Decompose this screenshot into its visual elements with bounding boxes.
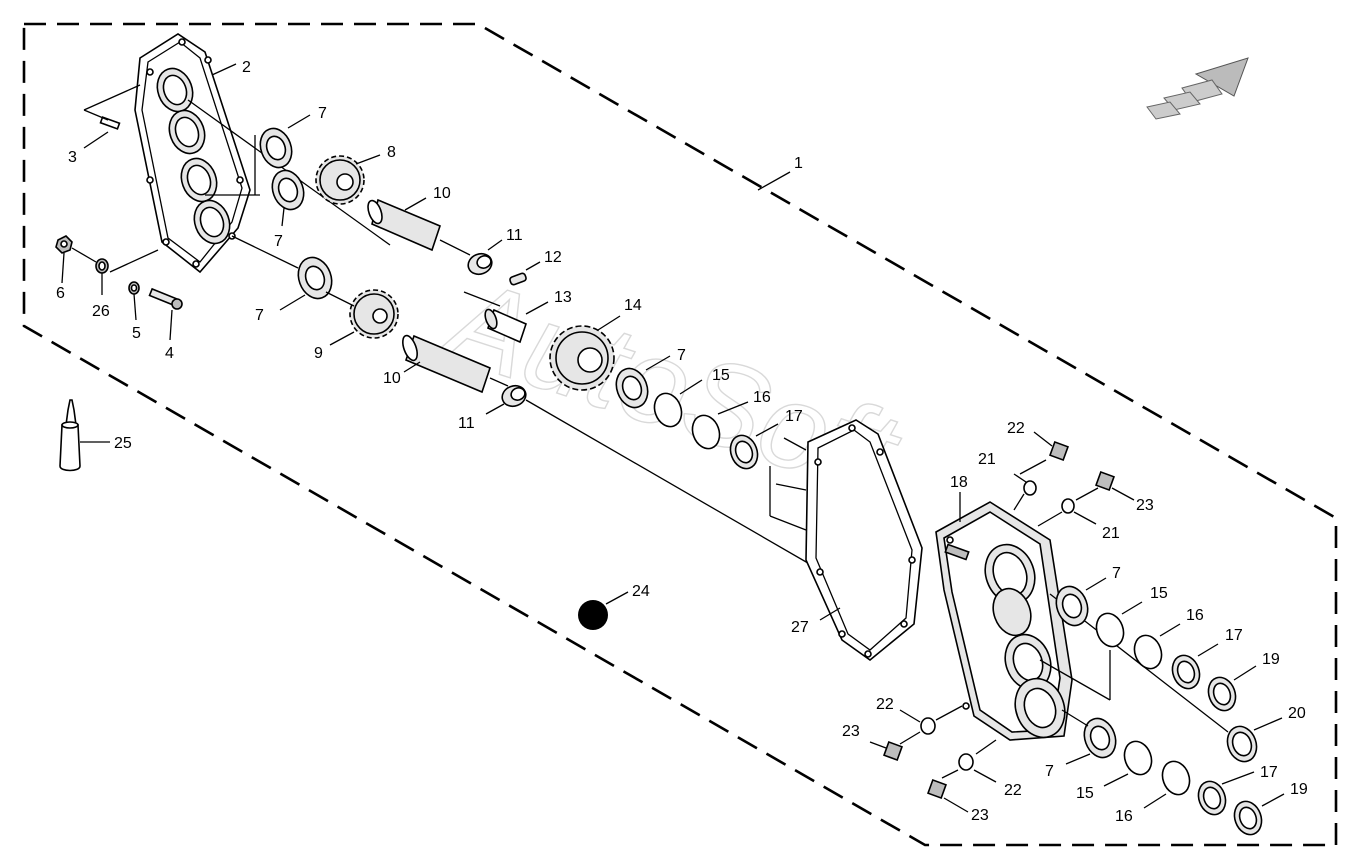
gear-9 bbox=[349, 289, 399, 339]
cap-19 bbox=[1207, 676, 1237, 712]
seal-ring-15 bbox=[1123, 740, 1153, 776]
callout-26: 26 bbox=[92, 303, 110, 320]
gear-14 bbox=[549, 325, 615, 391]
callout-16c: 16 bbox=[1115, 808, 1133, 825]
washer-21 bbox=[1061, 498, 1075, 514]
callout-24: 24 bbox=[632, 583, 650, 600]
nut-6 bbox=[55, 235, 73, 254]
callout-3: 3 bbox=[68, 149, 77, 166]
bolt-4 bbox=[148, 287, 183, 310]
plug-23 bbox=[1095, 471, 1115, 491]
callout-17a: 17 bbox=[785, 408, 803, 425]
cap-19 bbox=[1233, 800, 1263, 836]
callout-21a: 21 bbox=[978, 451, 996, 468]
washer-21 bbox=[1023, 480, 1037, 496]
seal-ring-16 bbox=[1161, 760, 1191, 796]
callout-15a: 15 bbox=[712, 367, 730, 384]
gasket-27 bbox=[805, 419, 923, 662]
sleeve-11 bbox=[501, 384, 527, 408]
shaft-10 bbox=[402, 334, 491, 394]
gear-8 bbox=[315, 155, 365, 205]
callout-2: 2 bbox=[242, 59, 251, 76]
callout-20: 20 bbox=[1288, 705, 1306, 722]
callout-4: 4 bbox=[165, 345, 174, 362]
callout-19a: 19 bbox=[1262, 651, 1280, 668]
seal-ring-15 bbox=[653, 392, 683, 428]
callout-25: 25 bbox=[114, 435, 132, 452]
washer-22 bbox=[920, 717, 936, 735]
callout-17b: 17 bbox=[1225, 627, 1243, 644]
callout-13: 13 bbox=[554, 289, 572, 306]
bearing-7 bbox=[1083, 717, 1117, 759]
key-12 bbox=[509, 272, 527, 286]
seal-ring-15 bbox=[1095, 612, 1125, 648]
retaining-ring-17 bbox=[1197, 780, 1227, 816]
callout-7c: 7 bbox=[255, 307, 264, 324]
bearing-7 bbox=[615, 367, 649, 409]
callout-12: 12 bbox=[544, 249, 562, 266]
callout-18: 18 bbox=[950, 474, 968, 491]
callout-5: 5 bbox=[132, 325, 141, 342]
callout-15c: 15 bbox=[1076, 785, 1094, 802]
washer-22 bbox=[958, 753, 974, 771]
callout-17c: 17 bbox=[1260, 764, 1278, 781]
plug-23 bbox=[927, 779, 947, 799]
callout-7b: 7 bbox=[274, 233, 283, 250]
shaft-10 bbox=[367, 198, 441, 252]
retaining-ring-17 bbox=[729, 434, 759, 470]
callout-10b: 10 bbox=[383, 370, 401, 387]
kit-boundary bbox=[22, 22, 1338, 847]
cover-plate-2 bbox=[134, 33, 251, 274]
pin-3 bbox=[99, 116, 121, 130]
callout-22a: 22 bbox=[1007, 420, 1025, 437]
sealant-tube-icon bbox=[59, 399, 81, 472]
callout-23b: 23 bbox=[842, 723, 860, 740]
callout-14: 14 bbox=[624, 297, 642, 314]
bearing-7 bbox=[259, 127, 293, 169]
direction-arrow-icon bbox=[1146, 57, 1249, 120]
bearing-7 bbox=[1055, 585, 1089, 627]
callout-7e: 7 bbox=[1112, 565, 1121, 582]
seal-ring-16 bbox=[1133, 634, 1163, 670]
callout-16a: 16 bbox=[753, 389, 771, 406]
seal-ring-16 bbox=[691, 414, 721, 450]
retaining-ring-17 bbox=[1171, 654, 1201, 690]
washer-5 bbox=[128, 281, 140, 295]
housing-18 bbox=[935, 501, 1073, 741]
callout-8: 8 bbox=[387, 144, 396, 161]
callout-11a: 11 bbox=[506, 227, 523, 244]
callout-22c: 22 bbox=[1004, 782, 1022, 799]
plug-23 bbox=[883, 741, 903, 761]
callout-6: 6 bbox=[56, 285, 65, 302]
callout-15b: 15 bbox=[1150, 585, 1168, 602]
callout-11b: 11 bbox=[458, 415, 475, 432]
callout-10a: 10 bbox=[433, 185, 451, 202]
washer-26 bbox=[95, 258, 109, 274]
bearing-7 bbox=[297, 256, 333, 300]
bearing-7 bbox=[271, 169, 305, 211]
callout-19b: 19 bbox=[1290, 781, 1308, 798]
callout-7d: 7 bbox=[677, 347, 686, 364]
dot-24 bbox=[578, 600, 608, 630]
cover-20 bbox=[1226, 725, 1258, 763]
callout-23c: 23 bbox=[971, 807, 989, 824]
callout-1: 1 bbox=[794, 155, 803, 172]
plug-22 bbox=[1049, 441, 1069, 461]
sleeve-11 bbox=[467, 252, 493, 276]
callout-22b: 22 bbox=[876, 696, 894, 713]
pin-13 bbox=[484, 308, 527, 344]
callout-21b: 21 bbox=[1102, 525, 1120, 542]
callout-16b: 16 bbox=[1186, 607, 1204, 624]
callout-7f: 7 bbox=[1045, 763, 1054, 780]
callout-27: 27 bbox=[791, 619, 809, 636]
callout-9: 9 bbox=[314, 345, 323, 362]
callout-7a: 7 bbox=[318, 105, 327, 122]
callout-23a: 23 bbox=[1136, 497, 1154, 514]
